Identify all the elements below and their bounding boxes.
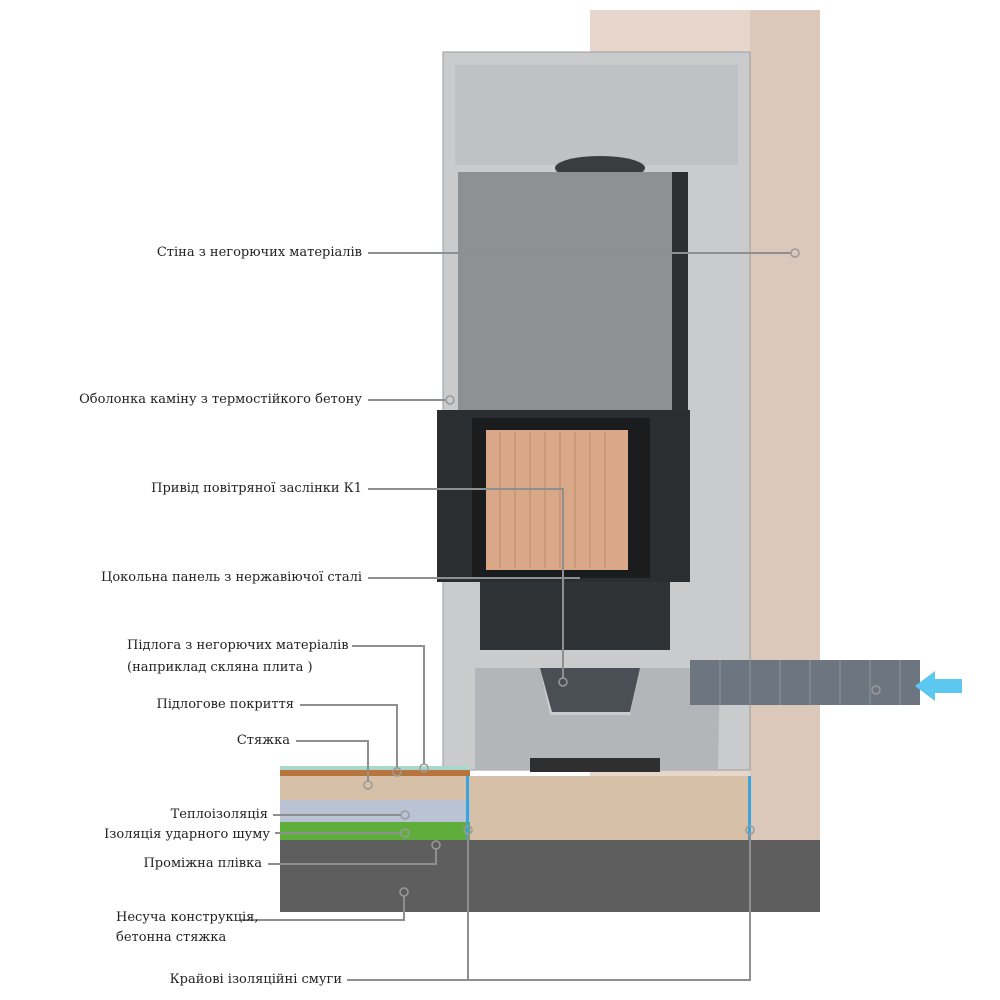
screed-layer (280, 776, 470, 800)
label-casing: Оболонка каміну з термостійкого бетону (79, 392, 362, 407)
label-impact: Ізоляція ударного шуму (104, 827, 270, 842)
base-block (475, 668, 720, 770)
label-film: Проміжна плівка (143, 856, 262, 871)
plinth-panel (480, 582, 670, 650)
label-edge-strips: Крайові ізоляційні смуги (169, 972, 342, 987)
label-plinth: Цокольна панель з нержавіючої сталі (101, 570, 362, 585)
marker-circles (363, 248, 881, 897)
firebox-interior (486, 430, 628, 570)
label-floor-line1: Підлога з негорючих матеріалів (127, 638, 349, 653)
label-screed: Стяжка (236, 733, 290, 748)
upper-box (458, 172, 672, 410)
label-thermal: Теплоізоляція (170, 807, 268, 822)
leader-lines (240, 252, 791, 981)
label-wall: Стіна з негорючих матеріалів (156, 245, 362, 260)
label-structure-line1: Несуча конструкція, (116, 910, 259, 925)
air-inflow-arrow-icon (915, 671, 962, 701)
concrete-slab (280, 840, 820, 912)
impact-insulation-layer (280, 822, 470, 840)
air-duct (690, 660, 920, 705)
thermal-insulation-layer (280, 800, 470, 822)
label-damper: Привід повітряної заслінки К1 (151, 481, 362, 496)
label-floor-line2: (наприклад скляна плита ) (127, 660, 313, 675)
label-covering: Підлогове покриття (156, 697, 294, 712)
edge-strip-left (466, 776, 469, 840)
label-structure-line2: бетонна стяжка (116, 930, 227, 945)
edge-strip-right (748, 776, 751, 840)
